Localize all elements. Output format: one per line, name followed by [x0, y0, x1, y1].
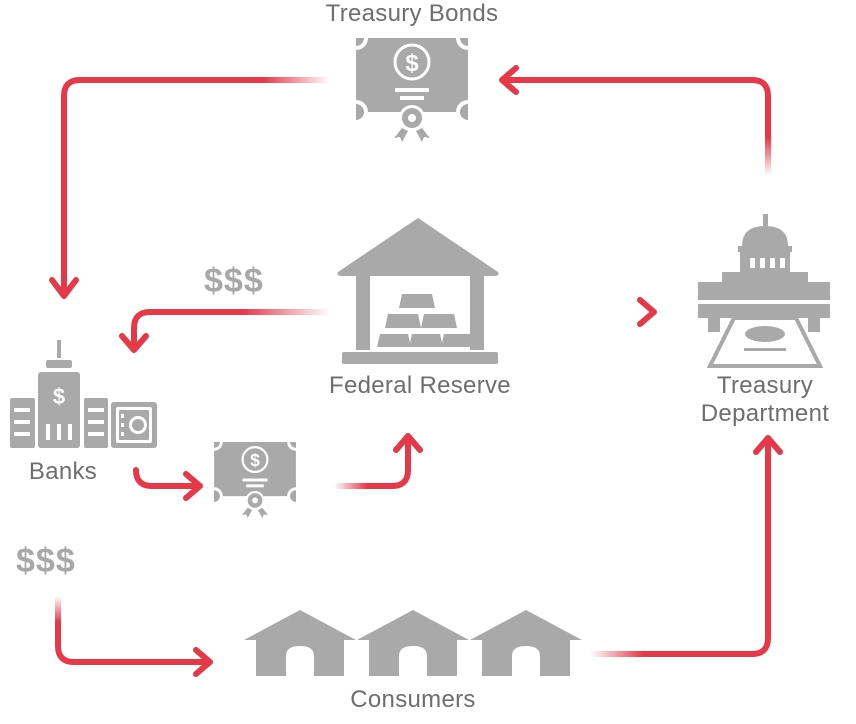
arrow-treasury-bonds-to-banks — [49, 77, 333, 299]
federal-reserve-label: Federal Reserve — [329, 372, 511, 399]
bond-certificate-icon — [214, 442, 296, 518]
arrow-treasury-department-to-bonds — [499, 65, 771, 179]
arrow-bond-to-fed — [331, 433, 423, 489]
banks-label: Banks — [28, 458, 98, 485]
arrow-fed-to-banks — [119, 309, 333, 353]
houses-icon — [244, 610, 582, 676]
arrow-banks-to-consumers — [55, 489, 213, 677]
gold-vault-icon — [337, 218, 499, 364]
arrow-fed-to-treasury-department — [487, 297, 657, 327]
money-label-banks-to-consumers: $$$ — [16, 542, 76, 580]
bond-certificate-icon — [356, 38, 468, 142]
consumers-label: Consumers — [350, 686, 476, 713]
arrow-consumers-to-treasury-department — [587, 435, 783, 657]
treasury-department-label-line2: Department — [700, 400, 830, 427]
treasury-department-label-line1: Treasury — [716, 372, 814, 399]
capitol-building-icon — [698, 214, 830, 368]
treasury-bonds-label: Treasury Bonds — [325, 0, 499, 27]
money-label-fed-to-banks: $$$ — [204, 262, 264, 300]
svg-text:$: $ — [53, 384, 65, 409]
arrow-banks-to-bond — [133, 467, 203, 501]
